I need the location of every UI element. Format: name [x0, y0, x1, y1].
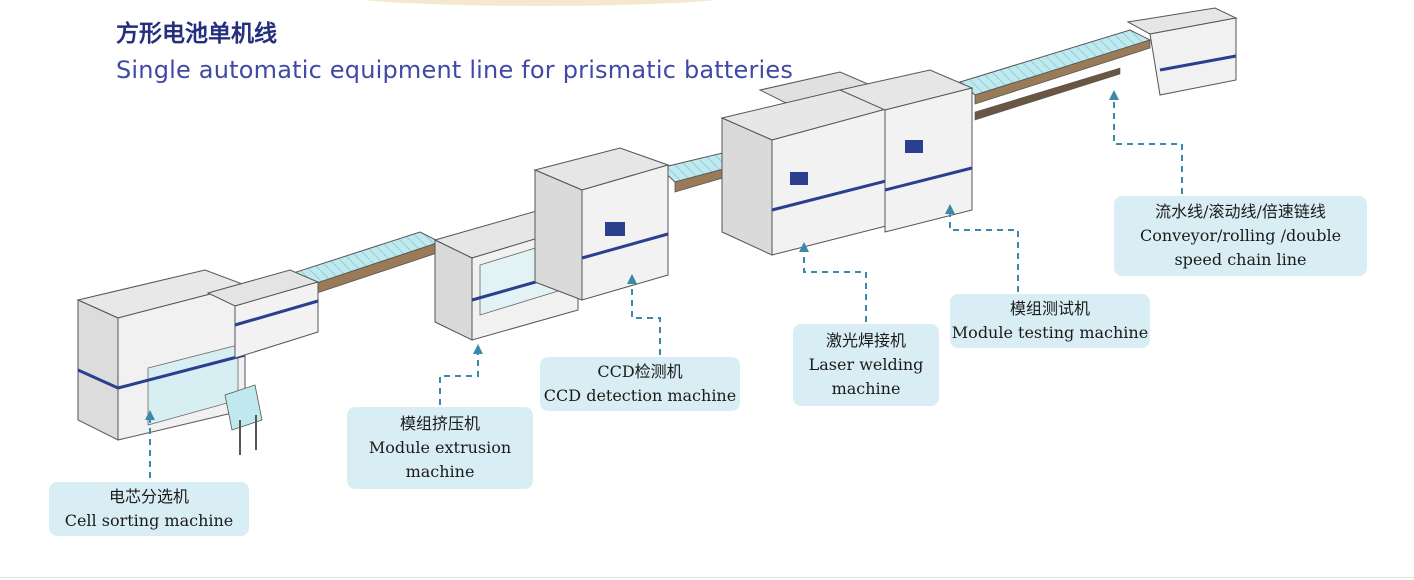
laser-welding-machine [720, 71, 892, 256]
label-extrusion-cn: 模组挤压机 [399, 414, 480, 433]
label-conveyor-cn: 流水线/滚动线/倍速链线 [1155, 202, 1326, 221]
header-decoration [330, 0, 750, 6]
module-testing-machine [838, 69, 974, 233]
label-extrusion-en-2: machine [405, 462, 475, 481]
conveyor-segments [208, 29, 1152, 323]
label-laser-welding: 激光焊接机 Laser welding machine [793, 324, 939, 406]
label-conveyor-en-1: Conveyor/rolling /double [1139, 226, 1342, 245]
label-ccd-en: CCD detection machine [543, 386, 737, 405]
ccd-detection-machine [533, 147, 670, 301]
label-testing-en: Module testing machine [951, 323, 1149, 342]
page-title-en: Single automatic equipment line for pris… [116, 56, 794, 84]
arrow-head-icon [145, 410, 155, 420]
label-extrusion-en-1: Module extrusion [368, 438, 512, 457]
leader-conveyor [1113, 98, 1183, 194]
leader-extrusion [439, 352, 479, 405]
page-title-cn: 方形电池单机线 [116, 21, 277, 47]
label-conveyor: 流水线/滚动线/倍速链线 Conveyor/rolling /double sp… [1114, 196, 1367, 276]
tester-screen-icon [905, 140, 923, 153]
label-ccd-cn: CCD检测机 [597, 362, 683, 381]
footer-divider [0, 577, 1414, 578]
leader-ccd [631, 282, 661, 355]
leader-lines [145, 90, 1183, 478]
label-testing-cn: 模组测试机 [1009, 299, 1090, 318]
arrow-head-icon [1109, 90, 1119, 100]
label-module-testing: 模组测试机 Module testing machine [950, 294, 1150, 348]
conveyor-rail [974, 39, 1151, 105]
label-cell-sorting-en: Cell sorting machine [64, 511, 234, 530]
conveyor-belt [958, 29, 1152, 96]
arrow-head-icon [473, 344, 483, 354]
label-cell-sorting: 电芯分选机 Cell sorting machine [49, 482, 249, 536]
cell-sorting-machine [76, 269, 263, 455]
leader-testing [949, 212, 1019, 292]
label-laser-en-2: machine [831, 379, 901, 398]
label-cell-sorting-cn: 电芯分选机 [108, 487, 189, 506]
conveyor-return-rail [974, 67, 1121, 121]
welder-screen-icon [790, 172, 808, 185]
label-laser-cn: 激光焊接机 [825, 331, 906, 350]
arrow-head-icon [799, 242, 809, 252]
label-ccd-detection: CCD检测机 CCD detection machine [540, 357, 740, 411]
arrow-head-icon [627, 274, 637, 284]
leader-laser [803, 250, 867, 322]
label-conveyor-en-2: speed chain line [1174, 250, 1307, 269]
label-module-extrusion: 模组挤压机 Module extrusion machine [347, 407, 533, 489]
end-conveyor-unit [1126, 7, 1238, 96]
loading-station [206, 269, 320, 359]
label-laser-en-1: Laser welding [808, 355, 924, 374]
ccd-screen-icon [605, 222, 625, 236]
arrow-head-icon [945, 204, 955, 214]
